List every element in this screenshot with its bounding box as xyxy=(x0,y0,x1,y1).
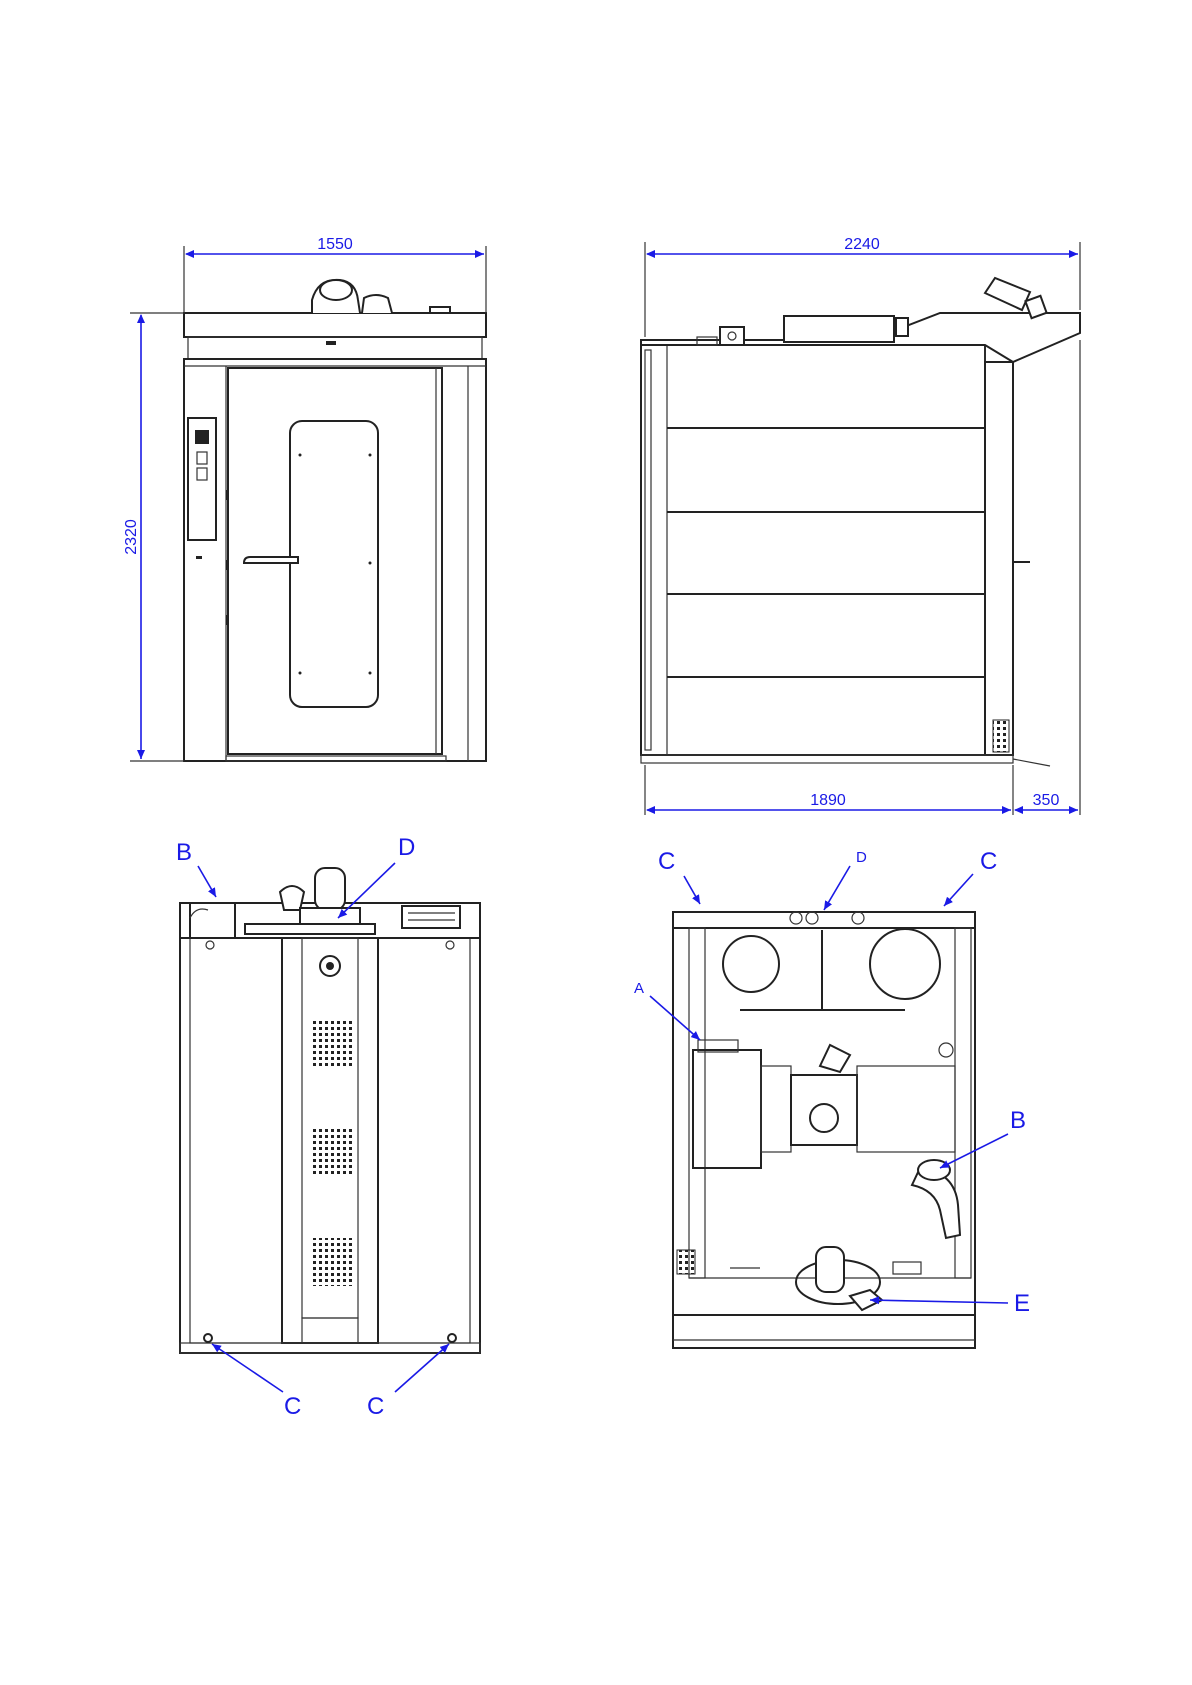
top-view xyxy=(673,912,975,1348)
front-height-label: 2320 xyxy=(123,519,140,555)
callout-d-rear: D xyxy=(398,834,415,861)
callout-c-top-right: C xyxy=(980,848,997,875)
front-width-label: 1550 xyxy=(317,236,353,253)
front-view: 1550 2320 xyxy=(123,236,486,761)
callout-b-rear: B xyxy=(176,839,192,866)
side-total-label: 2240 xyxy=(844,236,880,253)
callout-d-top: D xyxy=(856,849,867,866)
side-body-label: 1890 xyxy=(810,792,846,809)
callout-e-top: E xyxy=(1014,1290,1030,1317)
side-extension-label: 350 xyxy=(1033,792,1060,809)
callout-a-top: A xyxy=(634,980,644,997)
callout-c-top-left: C xyxy=(658,848,675,875)
callout-c-rear-left: C xyxy=(284,1393,301,1420)
rear-view xyxy=(180,868,480,1353)
callout-b-top: B xyxy=(1010,1107,1026,1134)
side-view: 2240 1890 350 xyxy=(641,236,1080,815)
callout-c-rear-right: C xyxy=(367,1393,384,1420)
